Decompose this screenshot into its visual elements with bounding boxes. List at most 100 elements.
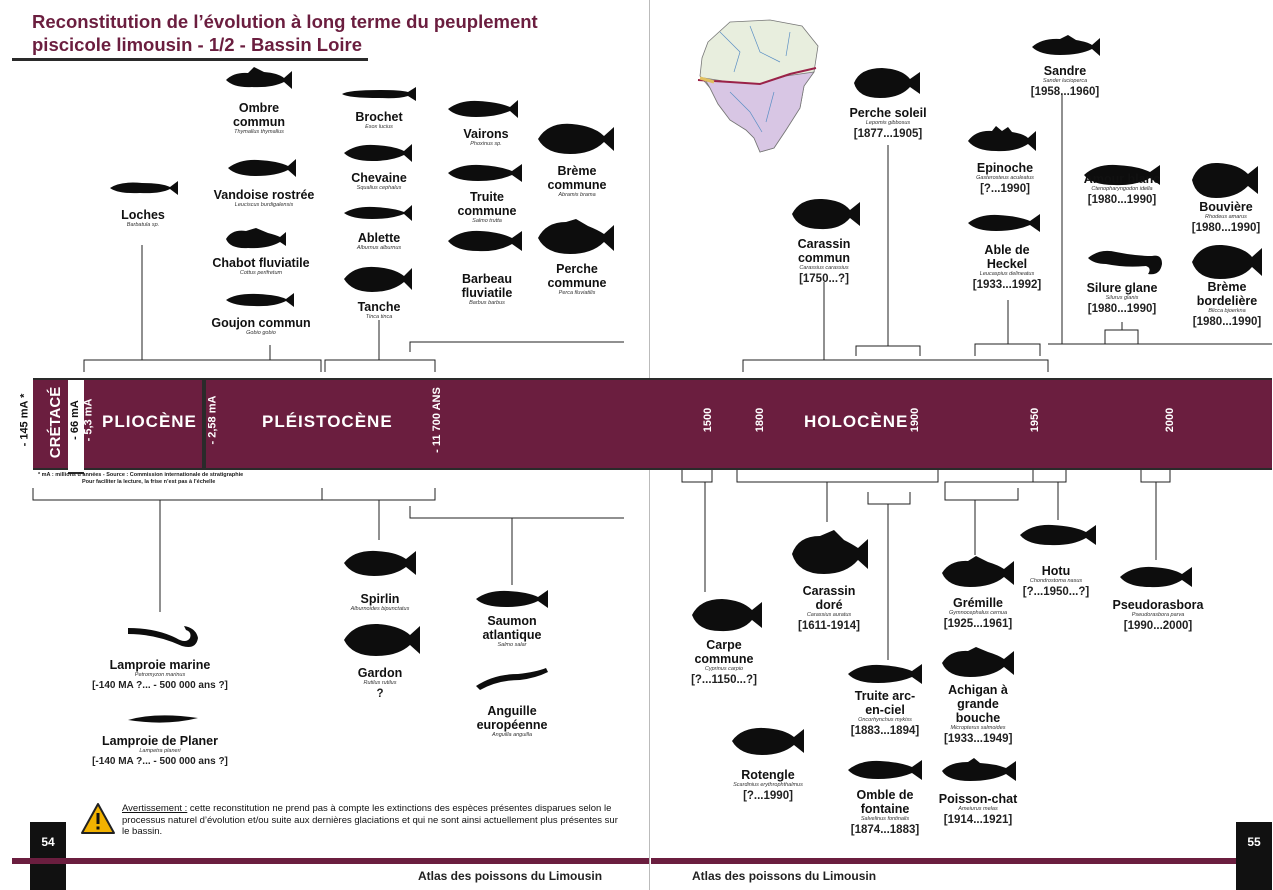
species-name: Carassin doré <box>802 584 856 612</box>
species-chabot: Chabot fluviatile Cottus perifretum <box>206 256 316 277</box>
species-sci: Alburnus alburnus <box>356 245 402 251</box>
omble-icon <box>848 760 922 780</box>
basin-map <box>697 19 819 153</box>
species-sci: Pseudorasbora parva <box>1131 612 1185 618</box>
gremille-icon <box>942 556 1014 587</box>
species-sci: Gobio gobio <box>246 330 276 336</box>
species-breme: Brème commune Abramis brama <box>540 164 614 199</box>
epinoche-icon <box>968 126 1036 152</box>
title-line-1: Reconstitution de l’évolution à long ter… <box>32 11 538 32</box>
label-pliocene: PLIOCÈNE <box>102 412 197 431</box>
species-truite-arc: Truite arc-en-ciel Oncorhynchus mykiss [… <box>846 689 924 738</box>
goujon-icon <box>226 293 294 307</box>
truite-icon <box>448 164 522 182</box>
species-date: [1980...1990] <box>1191 222 1261 234</box>
species-name: Achigan à grande bouche <box>948 683 1008 725</box>
species-date: [?...1990] <box>980 183 1030 195</box>
species-breme-bordeliere: Brème bordelière Blicca bjoerkna [1980..… <box>1184 280 1270 329</box>
hotu-icon <box>1020 524 1096 546</box>
species-date: [?...1150...?] <box>691 674 757 686</box>
timeline-gap <box>68 378 84 474</box>
species-date: [1883...1894] <box>850 725 920 737</box>
species-name: Silure glane <box>1086 281 1158 295</box>
note-line-1: * mA : millions d’années - Source : Comm… <box>38 472 244 478</box>
species-sci: Petromyzon marinus <box>134 672 186 678</box>
species-name: Vandoise rostrée <box>213 188 315 202</box>
page-number-right: 55 <box>1236 822 1272 890</box>
species-date: [-140 MA ?... - 500 000 ans ?] <box>92 680 228 691</box>
chevaine-icon <box>344 144 412 162</box>
species-gardon: Gardon Rutilus rutilus ? <box>336 666 424 701</box>
species-poisson-chat: Poisson-chat Ameiurus melas [1914...1921… <box>934 792 1022 827</box>
species-rotengle: Rotengle Scardinius erythrophthalmus [?.… <box>726 768 810 803</box>
species-date: [1958...1960] <box>1030 86 1100 98</box>
timeline-divider <box>202 380 206 468</box>
species-sci: Squalius cephalus <box>356 185 402 191</box>
species-date: [1933...1992] <box>972 279 1042 291</box>
perche-icon <box>538 219 614 254</box>
species-sci: Rutilus rutilus <box>363 680 397 686</box>
footer-atlas-right: Atlas des poissons du Limousin <box>692 869 877 883</box>
species-sci: Micropterus salmoides <box>950 725 1006 731</box>
species-name: Chabot fluviatile <box>212 256 310 270</box>
tanche-icon <box>344 266 412 292</box>
species-tanche: Tanche Tinca tinca <box>340 300 418 321</box>
species-name: Sandre <box>1043 64 1087 78</box>
species-sci: Blicca bjoerkna <box>1208 308 1246 314</box>
footer-bar-left <box>12 858 649 864</box>
species-name: Goujon commun <box>211 316 311 330</box>
species-date: [?...1950...?] <box>1022 586 1090 598</box>
species-name: Chevaine <box>351 171 407 185</box>
species-name: Vairons <box>463 127 509 141</box>
species-name: Carpe commune <box>694 638 754 666</box>
breme-icon <box>538 123 614 154</box>
species-sci: Alburnoides bipunctatus <box>350 606 410 612</box>
warning-text: Avertissement : cette reconstitution ne … <box>122 803 622 838</box>
species-name: Barbeau fluviatile <box>461 272 513 300</box>
warning-icon <box>81 803 115 834</box>
species-brochet: Brochet Esox lucius <box>340 110 418 131</box>
amour-blanc-icon <box>1084 164 1160 186</box>
species-name: Rotengle <box>741 768 795 782</box>
species-sci: Chondrostoma nasus <box>1029 578 1083 584</box>
species-sci: Ctenopharyngodon idella <box>1091 186 1153 192</box>
species-sci: Gymnocephalus cernua <box>948 610 1008 616</box>
breme-bordeliere-icon <box>1192 244 1262 279</box>
vandoise-icon <box>228 159 296 177</box>
species-chevaine: Chevaine Squalius cephalus <box>340 171 418 192</box>
species-sci: Cyprinus carpio <box>704 666 744 672</box>
footer-bar-right <box>651 858 1236 864</box>
species-name: Grémille <box>952 596 1004 610</box>
species-name: Truite commune <box>457 190 517 218</box>
bouviere-icon <box>1192 162 1258 198</box>
species-ablette: Ablette Alburnus alburnus <box>340 231 418 252</box>
species-hotu: Hotu Chondrostoma nasus [?...1950...?] <box>1016 564 1096 599</box>
species-sci: Abramis brama <box>558 192 596 198</box>
species-sci: Sander lucioperca <box>1042 78 1088 84</box>
barbeau-icon <box>448 230 522 252</box>
carpe-icon <box>692 599 762 632</box>
species-sci: Salmo trutta <box>472 218 502 224</box>
species-sci: Perca fluviatilis <box>558 290 596 296</box>
species-name: Tanche <box>357 300 401 314</box>
species-name: Omble de fontaine <box>856 788 914 816</box>
species-perche-soleil: Perche soleil Lepomis gibbosus [1877...1… <box>840 106 936 141</box>
species-name: Ablette <box>357 231 401 245</box>
species-name: Hotu <box>1041 564 1071 578</box>
species-sandre: Sandre Sander lucioperca [1958...1960] <box>1020 64 1110 99</box>
species-name: Loches <box>121 208 165 222</box>
species-sci: Tinca tinca <box>365 314 393 320</box>
species-sci: Silurus glanis <box>1105 295 1139 301</box>
footer-atlas-left: Atlas des poissons du Limousin <box>418 869 603 883</box>
species-sci: Scardinius erythrophthalmus <box>733 782 803 788</box>
poisson-chat-icon <box>942 758 1016 781</box>
species-sci: Barbus barbus <box>469 300 505 306</box>
carassin-dore-icon <box>792 530 868 574</box>
species-barbeau: Barbeau fluviatile Barbus barbus <box>450 272 524 307</box>
species-name: Brochet <box>355 110 403 124</box>
species-sci: Esox lucius <box>365 124 393 130</box>
pseudorasbora-icon <box>1120 566 1192 588</box>
title-line-2: piscicole limousin - 1/2 - Bassin Loire <box>32 34 363 55</box>
ombre-icon <box>226 67 292 89</box>
